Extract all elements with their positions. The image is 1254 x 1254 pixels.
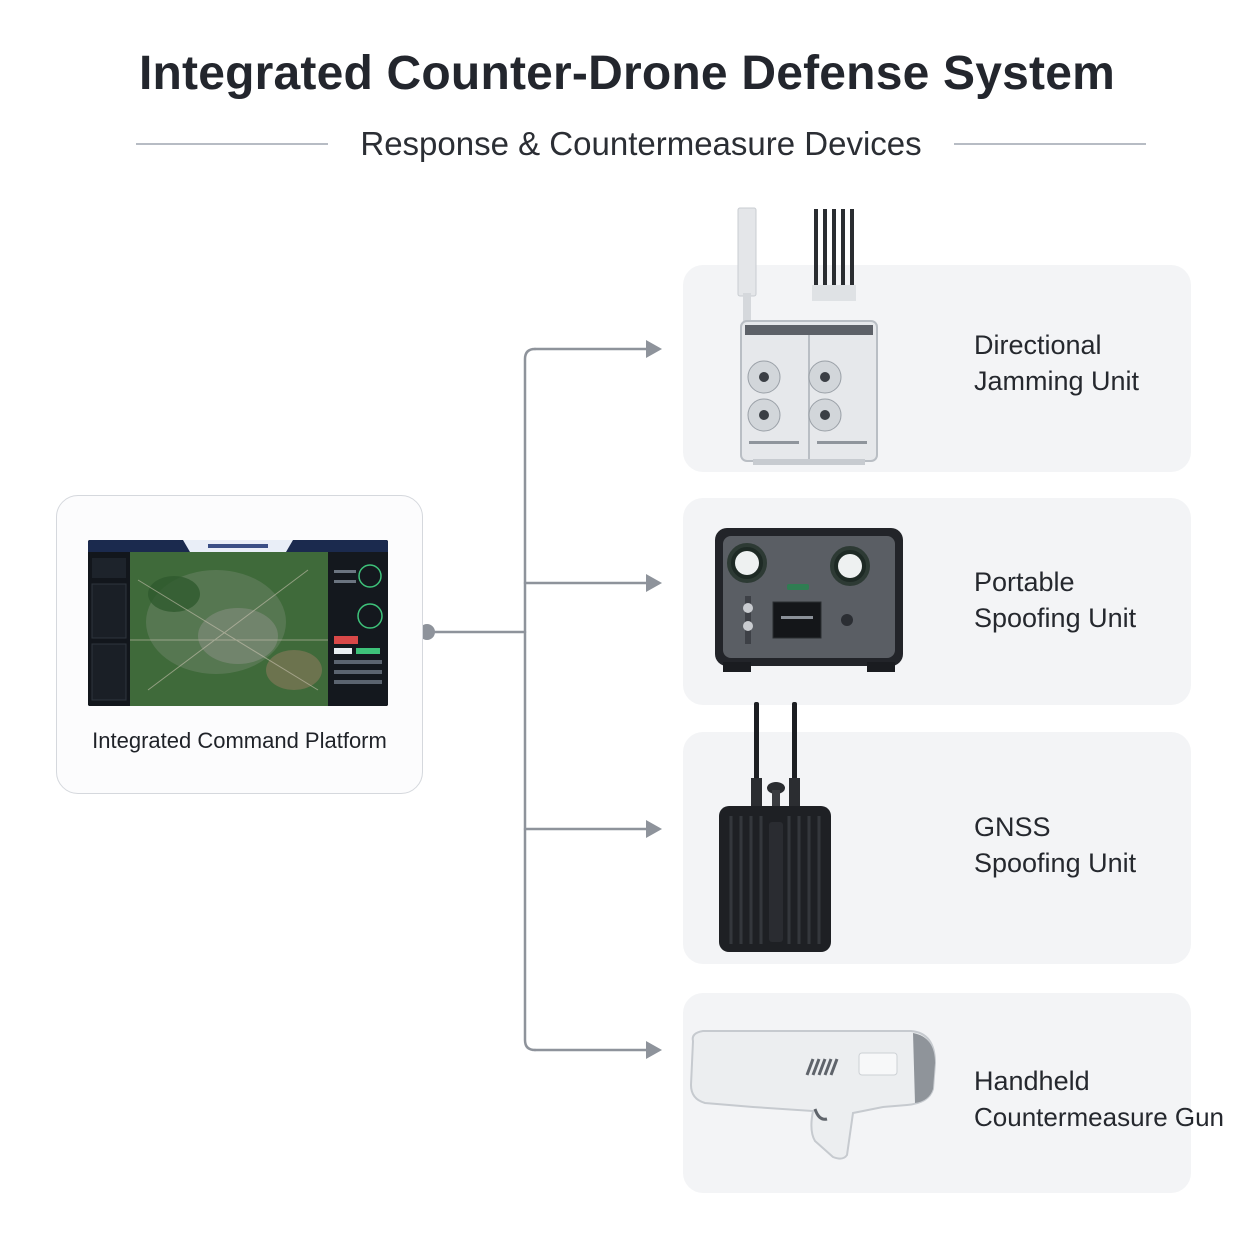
connector-origin-dot — [419, 624, 435, 640]
device-name-line1: Handheld — [974, 1066, 1090, 1096]
device-name-line2: Jamming Unit — [974, 366, 1140, 396]
device-name-line2: Countermeasure Gun — [974, 1102, 1225, 1132]
device-name-line1: Portable — [974, 567, 1075, 597]
platform-label: Integrated Command Platform — [92, 728, 387, 753]
device-name-line2: Spoofing Unit — [974, 603, 1137, 633]
gnss-spoofer-icon — [719, 702, 831, 952]
device-name-line1: GNSS — [974, 812, 1051, 842]
portable-spoofer-icon — [715, 528, 903, 672]
device-card-directional-jamming[interactable]: Directional Jamming Unit — [683, 207, 1191, 472]
device-label-handheld-gun: Handheld Countermeasure Gun — [974, 1063, 1224, 1135]
page-subtitle: Response & Countermeasure Devices — [360, 125, 922, 162]
device-card-portable-spoofing[interactable]: Portable Spoofing Unit — [683, 498, 1191, 705]
device-label-directional-jamming: Directional Jamming Unit — [974, 327, 1139, 399]
device-name-line2: Spoofing Unit — [974, 848, 1137, 878]
arrowhead-2 — [646, 574, 662, 592]
subtitle-row: Response & Countermeasure Devices — [136, 122, 1146, 166]
device-label-portable-spoofing: Portable Spoofing Unit — [974, 564, 1136, 636]
subtitle-rule-left — [136, 143, 328, 145]
page-title: Integrated Counter-Drone Defense System — [138, 47, 1115, 100]
subtitle-rule-right — [954, 143, 1146, 145]
command-platform-card[interactable]: Integrated Command Platform — [56, 495, 423, 794]
device-label-gnss-spoofing: GNSS Spoofing Unit — [974, 809, 1136, 881]
device-name-line1: Directional — [974, 330, 1102, 360]
handheld-gun-icon — [689, 1030, 937, 1160]
device-card-gnss-spoofing[interactable]: GNSS Spoofing Unit — [683, 702, 1191, 964]
connector-spine — [523, 347, 537, 1052]
arrowhead-3 — [646, 820, 662, 838]
command-screen-icon — [88, 540, 388, 706]
arrowhead-1 — [646, 340, 662, 358]
device-card-handheld-gun[interactable]: Handheld Countermeasure Gun — [683, 993, 1224, 1193]
arrowhead-4 — [646, 1041, 662, 1059]
jammer-unit-icon — [737, 207, 878, 465]
